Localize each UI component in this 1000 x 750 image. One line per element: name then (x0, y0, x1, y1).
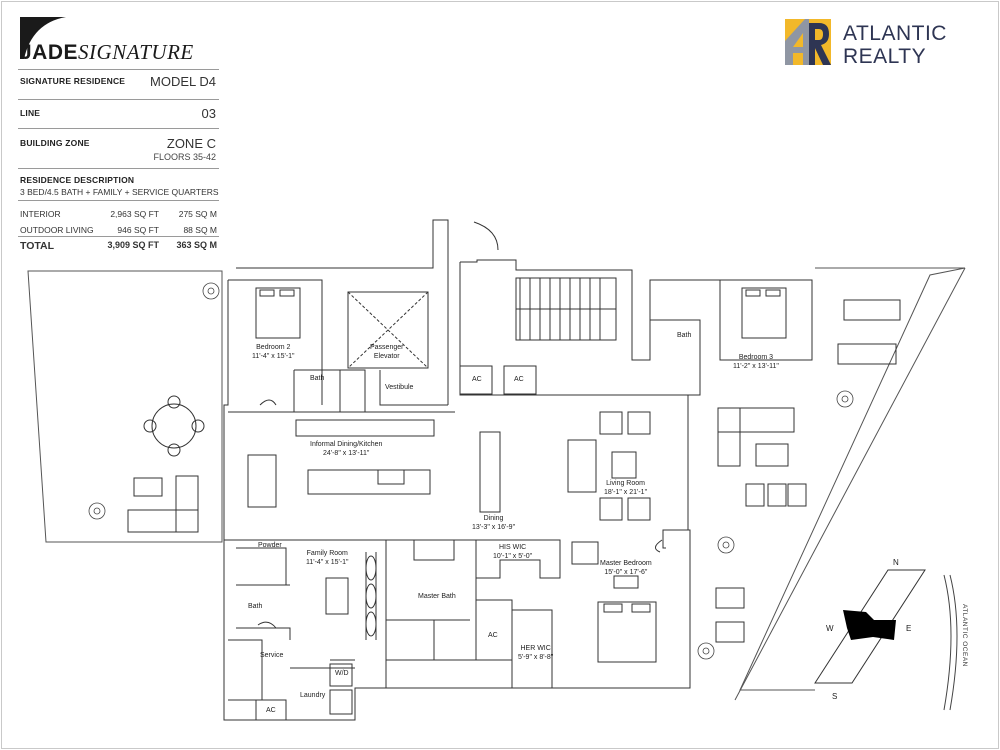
room-name: Bedroom 2 (256, 344, 291, 351)
room-name: Living Room (606, 480, 645, 487)
divider (18, 236, 219, 237)
area-name: OUTDOOR LIVING (20, 225, 94, 235)
description-text: 3 BED/4.5 BATH + FAMILY + SERVICE QUARTE… (20, 187, 219, 197)
room-name: HER WIC (520, 645, 551, 652)
ac-label: AC (488, 632, 498, 639)
room-label-kitchen: Informal Dining/Kitchen 24'-8" x 13'-11" (310, 441, 382, 458)
room-dim: 15'-0" x 17'-6" (604, 568, 648, 576)
room-label-elevator: Passenger Elevator (370, 344, 403, 361)
area-sqm: 88 SQ M (183, 225, 217, 235)
area-sqft: 2,963 SQ FT (110, 209, 159, 219)
room-label-service: Service (260, 652, 284, 659)
room-dim: 24'-8" x 13'-11" (322, 449, 370, 457)
brand-name-italic: SIGNATURE (78, 40, 194, 64)
room-dim: 13'-3" x 16'-9" (472, 523, 516, 531)
realtor-name: ATLANTIC REALTY (843, 22, 947, 68)
realtor-name-line1: ATLANTIC (843, 22, 947, 45)
ac-label: AC (514, 376, 524, 383)
room-label-powder: Powder (258, 542, 282, 549)
divider (18, 99, 219, 100)
area-sqft: 946 SQ FT (117, 225, 159, 235)
compass-east: E (906, 624, 912, 633)
room-dim: 11'-2" x 13'-11" (733, 362, 779, 370)
room-label-family: Family Room 11'-4" x 15'-1" (306, 550, 349, 567)
room-dim: 18'-1" x 21'-1" (604, 488, 648, 496)
atlantic-realty-logo-icon (785, 19, 831, 65)
room-label-living: Living Room 18'-1" x 21'-1" (604, 480, 647, 497)
room-name: Bedroom 3 (738, 354, 774, 361)
divider (18, 168, 219, 169)
room-label-bedroom2: Bedroom 2 11'-4" x 15'-1" (252, 344, 295, 361)
model-value: MODEL D4 (150, 74, 216, 89)
brand-logo: JADESIGNATURE (20, 40, 194, 65)
jade-logo-mark-icon (20, 17, 66, 59)
room-label-bath-b: Bath (677, 332, 692, 339)
realtor-name-line2: REALTY (843, 45, 927, 68)
area-sqft: 3,909 SQ FT (107, 240, 159, 250)
room-dim: 10'-1" x 5'-0" (493, 552, 533, 560)
room-name-2: Elevator (373, 352, 400, 360)
room-label-master-bedroom: Master Bedroom 15'-0" x 17'-6" (600, 560, 652, 577)
room-name: Master Bedroom (600, 560, 652, 567)
room-label-wd: W/D (335, 670, 349, 677)
room-dim: 11'-4" x 15'-1" (252, 352, 295, 360)
divider (18, 200, 219, 201)
room-name: Passenger (370, 344, 404, 351)
room-label-vestibule: Vestibule (385, 384, 414, 391)
divider (18, 69, 219, 70)
room-label-bath-c: Bath (248, 603, 263, 610)
room-label-bath-a: Bath (310, 375, 325, 382)
room-label-his-wic: HIS WIC 10'-1" x 5'-0" (493, 544, 532, 561)
compass-north: N (893, 558, 899, 567)
residence-label: SIGNATURE RESIDENCE (20, 76, 126, 86)
line-label: LINE (20, 108, 41, 118)
ac-label: AC (472, 376, 482, 383)
area-row-interior: INTERIOR 2,963 SQ FT 275 SQ M (20, 209, 217, 221)
room-dim: 11'-4" x 15'-1" (306, 558, 349, 566)
area-row-total: TOTAL 3,909 SQ FT 363 SQ M (20, 240, 217, 252)
room-name: Informal Dining/Kitchen (310, 441, 383, 448)
area-name: INTERIOR (20, 209, 61, 219)
room-label-master-bath: Master Bath (418, 593, 456, 600)
area-row-outdoor: OUTDOOR LIVING 946 SQ FT 88 SQ M (20, 225, 217, 237)
room-name: Family Room (306, 550, 348, 557)
room-label-laundry: Laundry (300, 692, 326, 699)
room-label-her-wic: HER WIC 5'-9" x 8'-8" (518, 645, 553, 662)
divider (18, 128, 219, 129)
area-sqm: 363 SQ M (176, 240, 217, 250)
zone-label: BUILDING ZONE (20, 138, 90, 148)
room-dim: 5'-9" x 8'-8" (518, 653, 554, 661)
room-name: Dining (483, 515, 504, 522)
room-label-bedroom3: Bedroom 3 11'-2" x 13'-11" (733, 354, 779, 371)
compass-west: W (826, 624, 834, 633)
room-name: HIS WIC (498, 544, 527, 551)
description-label: RESIDENCE DESCRIPTION (20, 175, 135, 185)
brand-name-bold: JADE (20, 41, 79, 64)
area-sqm: 275 SQ M (178, 209, 217, 219)
floors-value: FLOORS 35-42 (153, 152, 216, 162)
ocean-label: ATLANTIC OCEAN (961, 604, 968, 667)
room-label-dining: Dining 13'-3" x 16'-9" (472, 515, 515, 532)
line-value: 03 (201, 106, 216, 121)
compass-south: S (832, 692, 838, 701)
zone-value: ZONE C (166, 136, 216, 151)
ac-label: AC (266, 707, 276, 714)
area-name: TOTAL (20, 240, 55, 252)
